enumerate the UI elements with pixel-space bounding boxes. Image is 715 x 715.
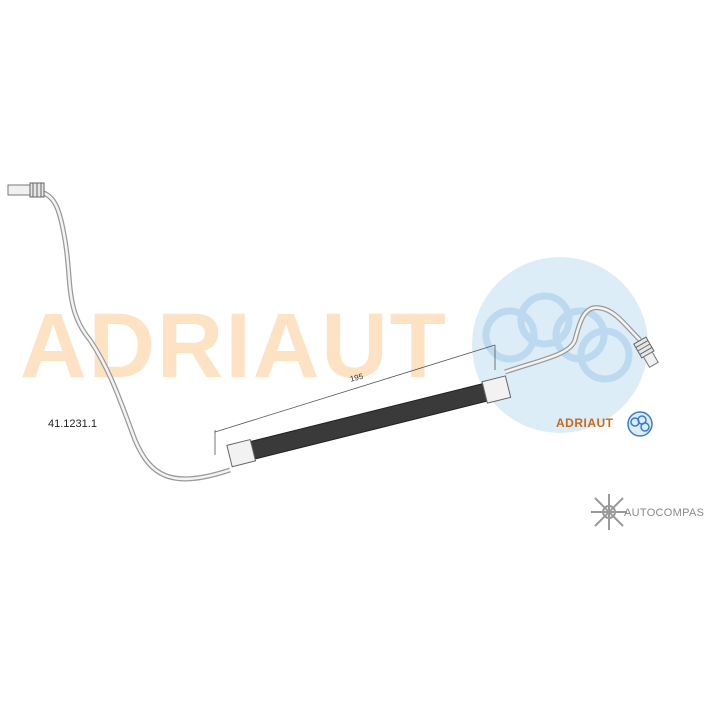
dimension-line xyxy=(214,344,496,455)
autocompas-logo-text: AUTOCOMPAS xyxy=(624,507,705,519)
flexible-hose xyxy=(226,375,512,468)
brand-small-logo-text: ADRIAUT xyxy=(556,416,614,430)
left-metal-pipe xyxy=(39,189,231,482)
right-crimp-ferrule xyxy=(481,375,512,404)
right-end-fitting xyxy=(633,336,659,369)
left-crimp-ferrule xyxy=(226,438,257,468)
autocompas-logo-icon xyxy=(591,494,627,530)
part-number-label: 41.1231.1 xyxy=(48,418,97,430)
brand-logo-icon xyxy=(627,411,653,437)
watermark-rings-icon xyxy=(482,292,633,383)
left-end-fitting xyxy=(7,182,45,198)
